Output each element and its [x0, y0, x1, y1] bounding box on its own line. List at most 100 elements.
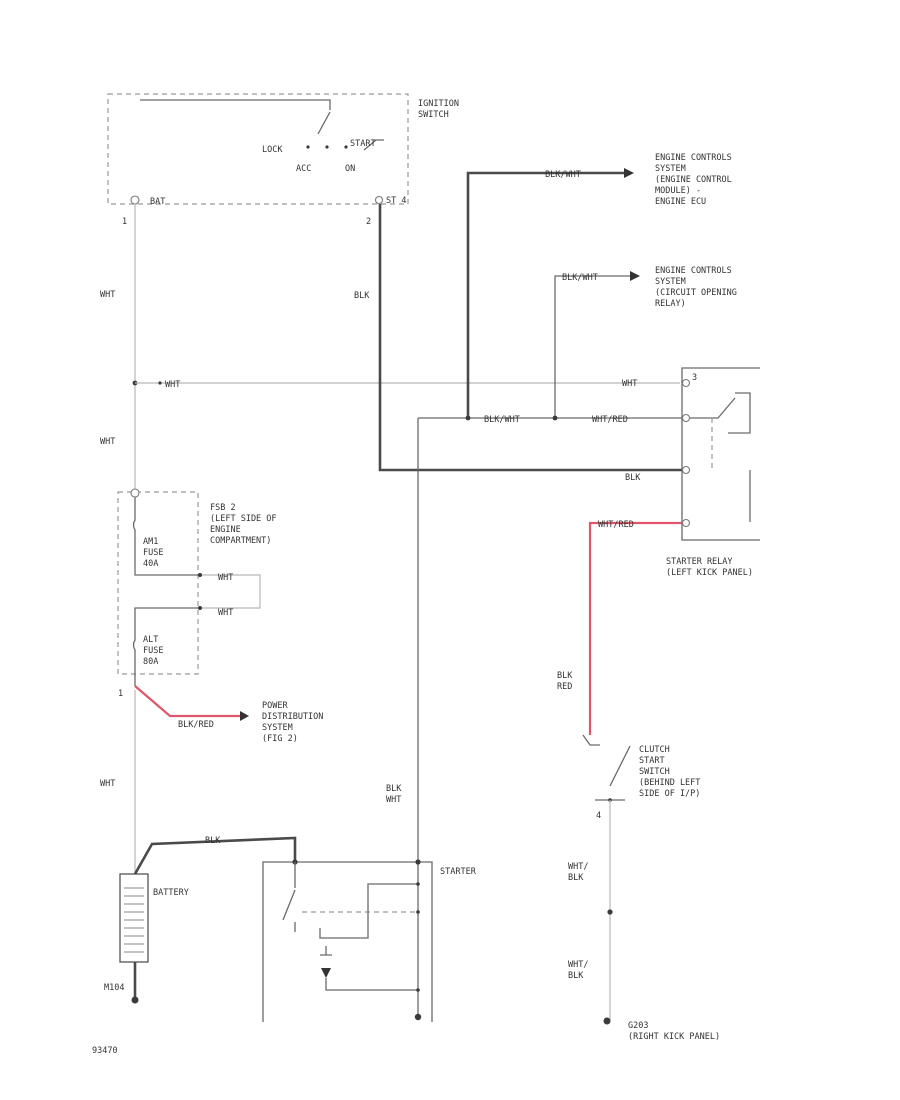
starter-motor-node — [416, 988, 420, 992]
ignition-switch-contact — [317, 111, 331, 135]
starter-ground-symbol — [320, 946, 332, 956]
power-dist-label-4: (FIG 2) — [262, 734, 298, 744]
circuit-opening-splice — [552, 415, 558, 421]
figure-id: 93470 — [92, 1046, 118, 1056]
ecu-label-1: ENGINE CONTROLS — [655, 153, 732, 163]
ecu-arrow — [624, 168, 634, 178]
on-label: ON — [345, 164, 355, 174]
alt-fuse-wire — [132, 607, 200, 686]
battery-ground — [131, 996, 139, 1004]
circuit-opening-label-3: (CIRCUIT OPENING — [655, 288, 737, 298]
clutch-label-4: (BEHIND LEFT — [639, 778, 700, 788]
acc-contact — [325, 145, 329, 149]
ground-g203-label-2: (RIGHT KICK PANEL) — [628, 1032, 720, 1042]
clutch-pin-label: 4 — [596, 811, 601, 821]
engine-controls-branches: BLK/WHT ENGINE CONTROLS SYSTEM (ENGINE C… — [386, 153, 737, 1015]
pin-bat: 1 — [122, 217, 127, 227]
ground-wire-label-1b: BLK — [568, 873, 584, 883]
wht-feed-circuit: WHT WHT WHT WHT WHT — [100, 204, 680, 872]
bat-terminal — [130, 195, 140, 205]
starter-motor-wire — [325, 978, 418, 991]
fuse-terminal-1 — [198, 573, 202, 577]
wht-label-lower: WHT — [100, 779, 115, 789]
wht-label-3: WHT — [100, 437, 115, 447]
fuse-block-label-2: (LEFT SIDE OF — [210, 514, 277, 524]
ground-wire-label-1a: WHT/ — [568, 862, 588, 872]
battery: BATTERY BLK M104 — [104, 836, 297, 1004]
fuse-block-housing — [117, 491, 199, 675]
starter-relay: 3 STARTER RELAY (LEFT KICK PANEL) — [666, 367, 760, 578]
ecu-label-5: ENGINE ECU — [655, 197, 706, 207]
red-wire-power-dist — [134, 685, 240, 718]
pin-fuse-out: 1 — [118, 689, 123, 699]
ecu-label-4: MODULE) - — [655, 186, 701, 196]
st-terminal — [374, 195, 384, 205]
relay-terminal-1 — [681, 378, 691, 388]
ignition-switch-label-2: SWITCH — [418, 110, 449, 120]
clutch-label-5: SIDE OF I/P) — [639, 789, 700, 799]
clutch-wire-label: WHT/RED — [598, 520, 634, 530]
clutch-label-2: START — [639, 756, 665, 766]
ecu-splice — [465, 415, 471, 421]
power-dist-wire-label: BLK/RED — [178, 720, 214, 730]
power-dist-label-1: POWER — [262, 701, 288, 711]
starter-relay-label-2: (LEFT KICK PANEL) — [666, 568, 753, 578]
battery-positive-cable — [133, 836, 297, 875]
fuse-block-label-3: ENGINE — [210, 525, 241, 535]
ignition-switch-bar — [140, 99, 331, 110]
clutch-side-label-2: RED — [557, 682, 572, 692]
relay-terminal-2 — [681, 413, 691, 423]
am1-fuse-label-1: AM1 — [143, 537, 158, 547]
clutch-label-1: CLUTCH — [639, 745, 670, 755]
clutch-side-label-1: BLK — [557, 671, 573, 681]
ignition-switch: IGNITION SWITCH LOCK ACC ON START BAT ST… — [107, 93, 459, 227]
starter-label: STARTER — [440, 867, 477, 877]
am1-fuse-label-2: FUSE — [143, 548, 163, 558]
st-signal-circuit: BLK BLK — [354, 204, 682, 483]
starter-relay-housing — [681, 367, 760, 541]
ground-g203 — [603, 1017, 611, 1025]
ecu-label-2: SYSTEM — [655, 164, 686, 174]
clutch-ground-splice — [607, 909, 613, 915]
on-contact — [344, 145, 348, 149]
fuse-block: FSB 2 (LEFT SIDE OF ENGINE COMPARTMENT) … — [117, 488, 277, 699]
wht-label-2: WHT — [165, 380, 180, 390]
blk-wht-wire-ecu — [466, 171, 624, 418]
fuse-jumper-wire — [202, 574, 261, 609]
blk-wht-wire-circuit-opening — [554, 275, 630, 418]
wht-label-1: WHT — [100, 290, 115, 300]
power-dist-label-3: SYSTEM — [262, 723, 293, 733]
red-wire-clutch — [588, 521, 682, 735]
fuse-block-label-4: COMPARTMENT) — [210, 536, 271, 546]
fuse-block-input-terminal — [130, 488, 140, 498]
start-contact — [363, 139, 384, 151]
am1-fuse-label-3: 40A — [143, 559, 158, 569]
starter-signal-terminal — [415, 859, 421, 865]
clutch-top-contact — [582, 734, 600, 746]
relay-output-label-1: BLK/WHT — [484, 415, 520, 425]
lock-label: LOCK — [262, 145, 283, 155]
fuse-terminal-2 — [198, 606, 202, 610]
alt-fuse-label-1: ALT — [143, 635, 158, 645]
starter-solenoid-coil — [319, 883, 418, 939]
start-label: START — [350, 139, 376, 149]
starter-feed-label-2: WHT — [386, 795, 401, 805]
power-distribution-branch: BLK/RED POWER DISTRIBUTION SYSTEM (FIG 2… — [134, 685, 323, 744]
am1-fuse-wire — [132, 497, 200, 576]
clutch-start-circuit: WHT/RED BLK RED CLUTCH START SWITCH (BEH… — [557, 520, 720, 1042]
circuit-opening-label-4: RELAY) — [655, 299, 686, 309]
pin-st: 2 — [366, 217, 371, 227]
bat-terminal-label: BAT — [150, 197, 165, 207]
clutch-switch-blade — [609, 745, 631, 787]
starter: STARTER — [262, 859, 477, 1022]
wht-label-relay: WHT — [622, 379, 637, 389]
lock-contact — [306, 145, 310, 149]
ground-wire-label-2b: BLK — [568, 971, 584, 981]
starter-feed-label-1: BLK — [386, 784, 402, 794]
starter-coil-node-2 — [416, 910, 420, 914]
relay-output-label-2: WHT/RED — [592, 415, 628, 425]
battery-body — [119, 873, 149, 963]
ground-g203-label-1: G203 — [628, 1021, 648, 1031]
fuse-jumper-label-1: WHT — [218, 573, 233, 583]
